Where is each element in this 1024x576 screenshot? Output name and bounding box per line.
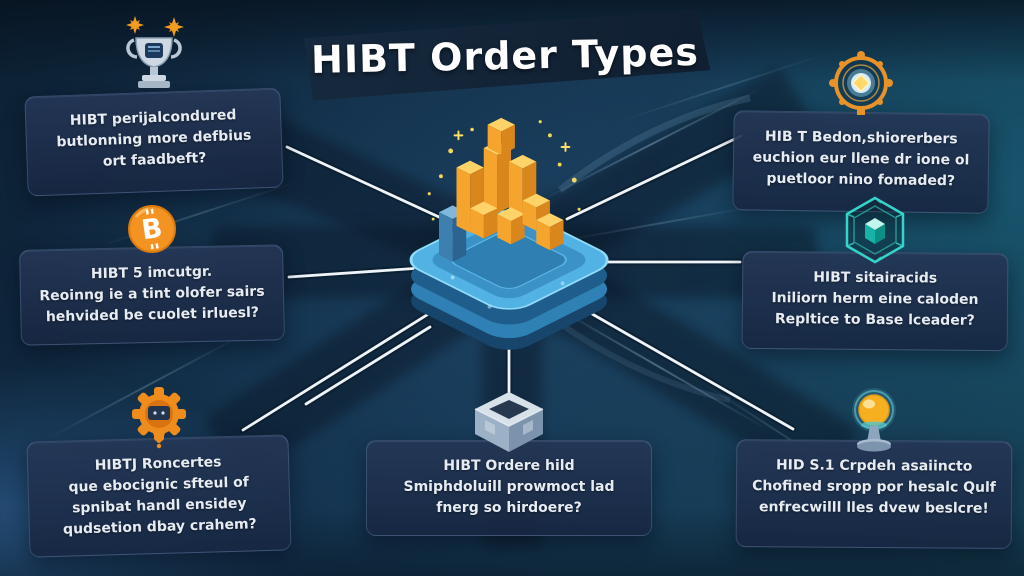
callout-text-line: puetloor nino fomaded? bbox=[766, 170, 956, 190]
callout-top-left: HIBT perijalcondured butlonning more def… bbox=[24, 12, 284, 197]
callout-box: HIBT perijalcondured butlonning more def… bbox=[24, 87, 284, 197]
callout-text-line: HIBT sitairacids bbox=[813, 269, 938, 287]
callout-text-line: enfrecwilll lles dvew beslcre! bbox=[758, 499, 989, 517]
callout-bottom-left: HIBTJ Roncertes que ebocignic sfteul of … bbox=[26, 386, 292, 558]
callout-text-line: Iniliorn herm eine caloden bbox=[771, 290, 979, 308]
callout-bottom-right: HID S.1 Crpdeh asaiincto Chofined sropp … bbox=[735, 384, 1013, 549]
callout-text-line: Smiphdoluill prowmoct lad bbox=[403, 479, 615, 495]
callout-middle-left: B HIBT 5 imcutgr. Reoinng ie a tint olof… bbox=[19, 203, 285, 346]
open-cube-icon bbox=[469, 390, 549, 458]
callout-bottom-middle: HIBT Ordere hild Smiphdoluill prowmoct l… bbox=[366, 390, 652, 536]
callout-text-line: hehvided be cuolet irluesl? bbox=[45, 304, 260, 326]
orb-stand-icon bbox=[835, 384, 913, 462]
central-illustration bbox=[394, 112, 628, 365]
gear-badge-icon bbox=[127, 386, 191, 454]
callout-text-line: Chofined sropp por hesalc Qulf bbox=[752, 478, 996, 496]
bitcoin-icon: B bbox=[126, 203, 178, 259]
callout-middle-right: HIBT sitairacids Iniliorn herm eine calo… bbox=[741, 194, 1009, 352]
callout-text-line: HIBT Ordere hild bbox=[443, 458, 575, 474]
page-title: HIBT Order Types bbox=[310, 29, 700, 83]
trophy-icon bbox=[116, 12, 192, 100]
hexagon-cube-icon bbox=[833, 194, 917, 270]
callout-box: HIBT 5 imcutgr. Reoinng ie a tint olofer… bbox=[19, 244, 285, 346]
callout-text-line: Repltice to Base lceader? bbox=[774, 311, 975, 329]
callout-text-line: fnerg so hirdoere? bbox=[436, 500, 582, 516]
platform-blocks-icon bbox=[409, 117, 609, 350]
compass-icon bbox=[819, 50, 903, 126]
callout-top-right: HIB T Bedon,shiorerbers euchion eur llen… bbox=[732, 50, 990, 214]
svg-text:B: B bbox=[140, 213, 165, 247]
